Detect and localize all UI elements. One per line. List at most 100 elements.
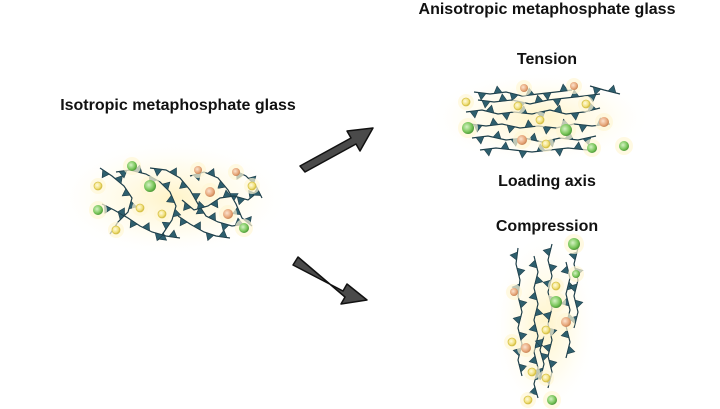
phosphate-tetrahedron xyxy=(196,200,206,210)
phosphate-tetrahedron xyxy=(489,117,499,126)
arrow-right-up-icon xyxy=(299,127,374,173)
phosphate-tetrahedron xyxy=(518,299,528,309)
cation-sphere-icon xyxy=(135,203,145,213)
phosphate-tetrahedron xyxy=(166,194,176,204)
phosphate-tetrahedron xyxy=(483,148,493,157)
phosphate-tetrahedron xyxy=(516,267,526,277)
cation-sphere-icon xyxy=(551,281,561,291)
phosphate-tetrahedron xyxy=(161,181,171,191)
phosphate-tetrahedron xyxy=(553,104,563,114)
cation-sphere-icon xyxy=(561,317,571,327)
cation-sphere-icon xyxy=(619,141,629,151)
phosphate-tetrahedron xyxy=(528,259,538,269)
cation-sphere-icon xyxy=(239,223,249,233)
phosphate-tetrahedron xyxy=(542,311,552,321)
cation-sphere-icon xyxy=(570,82,578,90)
phosphate-tetrahedron xyxy=(477,92,487,101)
phosphate-tetrahedron xyxy=(540,352,550,362)
phosphate-tetrahedron xyxy=(548,263,558,273)
phosphate-tetrahedron xyxy=(542,92,552,101)
phosphate-tetrahedron xyxy=(534,307,544,317)
phosphate-tetrahedron xyxy=(528,291,538,301)
phosphate-tetrahedron xyxy=(129,219,138,229)
phosphate-tetrahedron xyxy=(524,119,534,128)
cation-sphere-icon xyxy=(507,337,517,347)
phosphate-tetrahedron xyxy=(534,275,544,285)
phosphate-tetrahedron xyxy=(101,169,110,179)
phosphate-tetrahedron xyxy=(236,196,246,206)
cation-sphere-icon xyxy=(194,166,202,174)
compression-label: Compression xyxy=(495,218,599,235)
phosphate-tetrahedron xyxy=(485,104,495,114)
loading-axis-label: Loading axis xyxy=(498,173,596,190)
phosphate-tetrahedron xyxy=(554,148,564,157)
phosphate-tetrahedron xyxy=(206,168,216,178)
phosphate-tetrahedron xyxy=(492,130,502,140)
phosphate-tetrahedron xyxy=(552,98,562,107)
tension-label: Tension xyxy=(516,51,578,68)
cation-sphere-icon xyxy=(247,181,257,191)
phosphate-tetrahedron xyxy=(592,86,602,96)
phosphate-tetrahedron xyxy=(475,136,485,145)
phosphate-tetrahedron xyxy=(172,208,182,218)
phosphate-tetrahedron xyxy=(542,126,552,135)
cation-sphere-icon xyxy=(535,115,545,125)
phosphate-tetrahedron xyxy=(500,141,510,150)
cation-sphere-icon xyxy=(223,209,233,219)
cation-sphere-icon xyxy=(599,117,609,127)
phosphate-tetrahedron xyxy=(542,247,552,257)
phosphate-tetrahedron xyxy=(528,132,538,142)
phosphate-tetrahedron xyxy=(192,221,201,231)
phosphate-tetrahedron xyxy=(220,222,230,232)
cation-sphere-icon xyxy=(232,168,240,176)
phosphate-tetrahedron xyxy=(534,94,544,104)
phosphate-tetrahedron xyxy=(498,93,508,102)
phosphate-tetrahedron xyxy=(607,84,617,94)
isotropic-cations xyxy=(89,157,260,238)
cation-sphere-icon xyxy=(550,296,562,308)
phosphate-tetrahedron xyxy=(501,112,511,121)
cation-sphere-icon xyxy=(560,124,572,136)
phosphate-tetrahedron xyxy=(560,329,570,339)
cation-sphere-icon xyxy=(572,270,580,278)
phosphate-tetrahedron xyxy=(205,232,215,242)
phosphate-tetrahedron xyxy=(210,199,219,209)
arrow-right-down-icon xyxy=(292,256,368,305)
phosphate-chain-icon xyxy=(479,147,589,153)
phosphate-tetrahedron xyxy=(118,170,128,179)
cation-sphere-icon xyxy=(541,139,551,149)
compression-cations xyxy=(504,234,584,409)
phosphate-tetrahedron xyxy=(570,112,580,121)
phosphate-tetrahedron xyxy=(121,188,131,197)
cation-sphere-icon xyxy=(527,367,537,377)
cation-sphere-icon xyxy=(127,161,137,171)
cation-sphere-icon xyxy=(205,187,215,197)
cation-sphere-icon xyxy=(93,205,103,215)
phosphate-tetrahedron xyxy=(168,167,177,177)
phosphate-tetrahedron xyxy=(154,232,164,242)
phosphate-chain-icon xyxy=(99,167,133,235)
cation-sphere-icon xyxy=(541,373,551,383)
phosphate-chain-icon xyxy=(101,203,181,239)
cation-sphere-icon xyxy=(157,209,167,219)
phosphate-tetrahedron xyxy=(183,201,192,211)
cation-sphere-icon xyxy=(144,180,156,192)
cation-sphere-icon xyxy=(510,288,518,296)
phosphate-tetrahedron xyxy=(518,331,528,341)
phosphate-tetrahedron xyxy=(161,221,171,230)
phosphate-tetrahedron xyxy=(217,180,227,189)
cation-sphere-icon xyxy=(513,101,523,111)
phosphate-tetrahedron xyxy=(116,207,125,217)
phosphate-tetrahedron xyxy=(506,124,516,134)
phosphate-tetrahedron xyxy=(573,141,583,150)
phosphate-tetrahedron xyxy=(560,265,570,275)
cation-sphere-icon xyxy=(547,395,557,405)
tension-cations xyxy=(458,78,633,157)
phosphate-tetrahedron xyxy=(568,283,578,293)
isotropic-glass-title: Isotropic metaphosphate glass xyxy=(60,97,296,114)
phosphate-tetrahedron xyxy=(509,251,518,261)
cation-sphere-icon xyxy=(517,135,527,145)
cation-sphere-icon xyxy=(520,84,528,92)
phosphate-tetrahedron xyxy=(528,355,538,365)
